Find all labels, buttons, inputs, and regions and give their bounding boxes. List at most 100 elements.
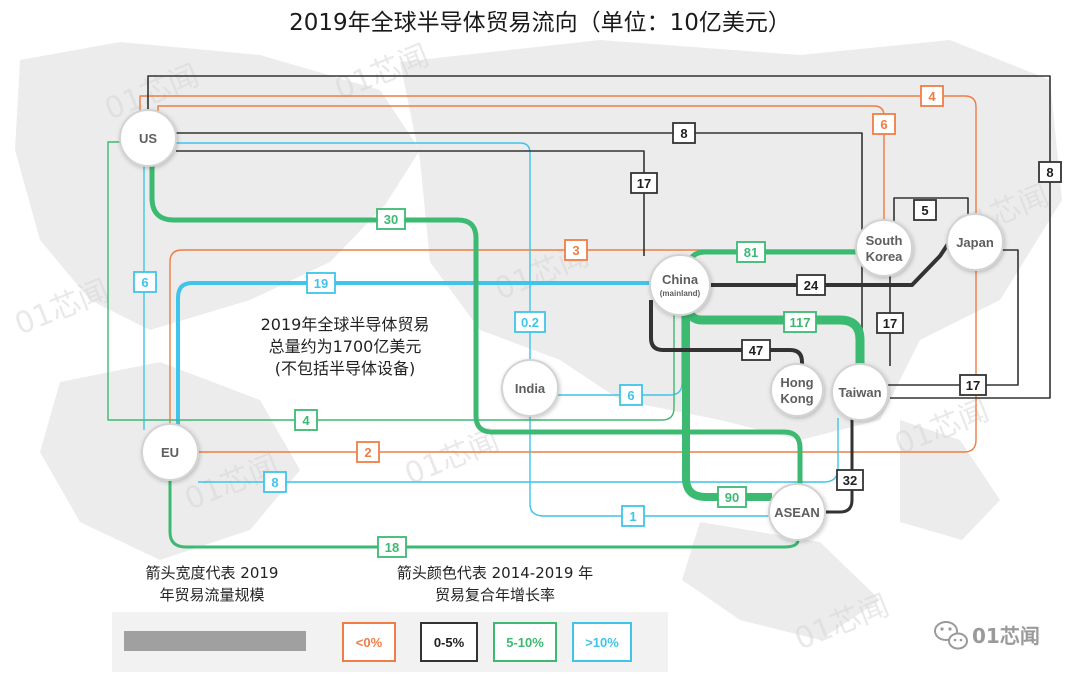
flow-value-label: 3 xyxy=(572,243,579,258)
node-china: China (mainland) xyxy=(649,254,711,316)
legend-category-label: >10% xyxy=(585,635,619,650)
flow-value-box xyxy=(564,239,588,261)
flow-value-label: 4 xyxy=(302,413,310,428)
width-legend-bar xyxy=(124,631,306,651)
flow-value-2: 8 xyxy=(672,122,696,144)
flow-value-23: 6 xyxy=(872,113,896,135)
brand-logo: 01芯闻 xyxy=(934,621,1040,650)
flow-value-label: 5 xyxy=(921,203,928,218)
flow-value-box xyxy=(736,241,766,263)
legend: 箭头宽度代表 2019 年贸易流量规模 箭头颜色代表 2014-2019 年 贸… xyxy=(112,564,668,672)
legend-category-1: <0% xyxy=(342,622,396,662)
legend-category-label: <0% xyxy=(356,635,383,650)
node-label: Korea xyxy=(866,249,904,264)
flow-value-box xyxy=(621,505,645,527)
flow-value-20: 8 xyxy=(263,471,287,493)
flow-value-8: 17 xyxy=(959,374,987,396)
flow-line-3 xyxy=(176,150,645,256)
flow-value-box xyxy=(920,85,944,107)
note-line-1: 2019年全球半导体贸易 xyxy=(261,315,430,334)
flow-value-box xyxy=(263,471,287,493)
flow-value-5: 24 xyxy=(796,274,826,296)
flow-value-box xyxy=(717,486,747,508)
flow-value-label: 19 xyxy=(314,276,328,291)
legend-swatch xyxy=(572,622,632,662)
flow-value-box xyxy=(619,384,643,406)
flow-value-label: 81 xyxy=(744,245,758,260)
legend-swatch xyxy=(493,622,557,662)
flow-value-22: 4 xyxy=(920,85,944,107)
flow-value-label: 4 xyxy=(928,89,936,104)
flow-line-20 xyxy=(198,418,839,483)
flow-value-box xyxy=(514,311,546,333)
note-line-3: (不包括半导体设备) xyxy=(275,359,416,378)
world-map-background xyxy=(15,40,1062,640)
node-label: South xyxy=(866,233,903,248)
flow-value-label: 8 xyxy=(271,475,278,490)
node-label: ASEAN xyxy=(774,505,820,520)
flow-value-label: 2 xyxy=(364,445,371,460)
node-label: Japan xyxy=(956,235,994,250)
flow-value-9: 32 xyxy=(836,469,864,491)
brand-name: 01芯闻 xyxy=(972,624,1040,648)
flow-value-13: 90 xyxy=(717,486,747,508)
flow-value-box xyxy=(672,122,696,144)
node-asean: ASEAN xyxy=(768,483,826,541)
flow-line-22 xyxy=(139,95,977,214)
flow-value-label: 1 xyxy=(629,509,636,524)
wechat-icon xyxy=(934,621,968,650)
node-taiwan: Taiwan xyxy=(831,363,889,421)
flow-value-21: 1 xyxy=(621,505,645,527)
legend-color-text-2: 贸易复合年增长率 xyxy=(435,586,555,604)
node-label: Kong xyxy=(780,391,813,406)
legend-category-label: 0-5% xyxy=(434,635,465,650)
note-line-2: 总量约为1700亿美元 xyxy=(269,337,422,356)
flow-value-box xyxy=(133,271,157,293)
flow-value-3: 17 xyxy=(630,172,658,194)
flow-value-box xyxy=(959,374,987,396)
node-sublabel: (mainland) xyxy=(660,289,701,298)
flow-value-11: 81 xyxy=(736,241,766,263)
page-title: 2019年全球半导体贸易流向（单位：10亿美元） xyxy=(289,10,791,36)
node-label: Hong xyxy=(780,375,813,390)
flow-value-label: 8 xyxy=(680,126,687,141)
node-us: US xyxy=(119,109,177,167)
flow-value-box xyxy=(377,536,407,558)
flow-value-box xyxy=(741,339,771,361)
flow-line-25 xyxy=(198,270,977,453)
color-legend-boxes: <0% 0-5% 5-10% >10% xyxy=(342,622,632,662)
node-label: EU xyxy=(161,445,179,460)
flow-value-7: 17 xyxy=(876,312,904,334)
legend-category-2: 0-5% xyxy=(420,622,478,662)
legend-width-text-1: 箭头宽度代表 2019 xyxy=(146,564,279,582)
legend-category-label: 5-10% xyxy=(506,635,544,650)
flow-line-13 xyxy=(682,310,772,501)
node-india: India xyxy=(501,359,559,417)
flow-value-10: 30 xyxy=(376,208,406,230)
flow-value-label: 18 xyxy=(385,540,399,555)
flow-value-1: 8 xyxy=(1038,161,1062,183)
flow-line-21 xyxy=(529,416,770,517)
legend-swatch xyxy=(420,622,478,662)
flow-line-15 xyxy=(168,480,800,549)
flow-value-14: 4 xyxy=(294,409,318,431)
flow-line-9 xyxy=(826,414,854,514)
flow-line-18 xyxy=(176,142,531,360)
watermark: 01芯闻 xyxy=(10,273,114,342)
nodes: US EU India China (mainland) South Korea… xyxy=(119,109,1004,541)
flow-value-label: 8 xyxy=(1046,165,1053,180)
node-label: Taiwan xyxy=(838,385,881,400)
flow-value-label: 6 xyxy=(627,388,634,403)
flow-value-label: 24 xyxy=(804,278,819,293)
node-label: US xyxy=(139,131,157,146)
legend-color-text-1: 箭头颜色代表 2014-2019 年 xyxy=(397,564,593,582)
node-hong-kong: Hong Kong xyxy=(770,363,824,417)
flow-value-label: 6 xyxy=(880,117,887,132)
flow-value-label: 90 xyxy=(725,490,739,505)
flow-line-6 xyxy=(649,300,804,366)
flow-value-16: 19 xyxy=(306,272,336,294)
legend-swatch xyxy=(342,622,396,662)
flow-line-24 xyxy=(169,249,858,424)
flow-value-6: 47 xyxy=(741,339,771,361)
